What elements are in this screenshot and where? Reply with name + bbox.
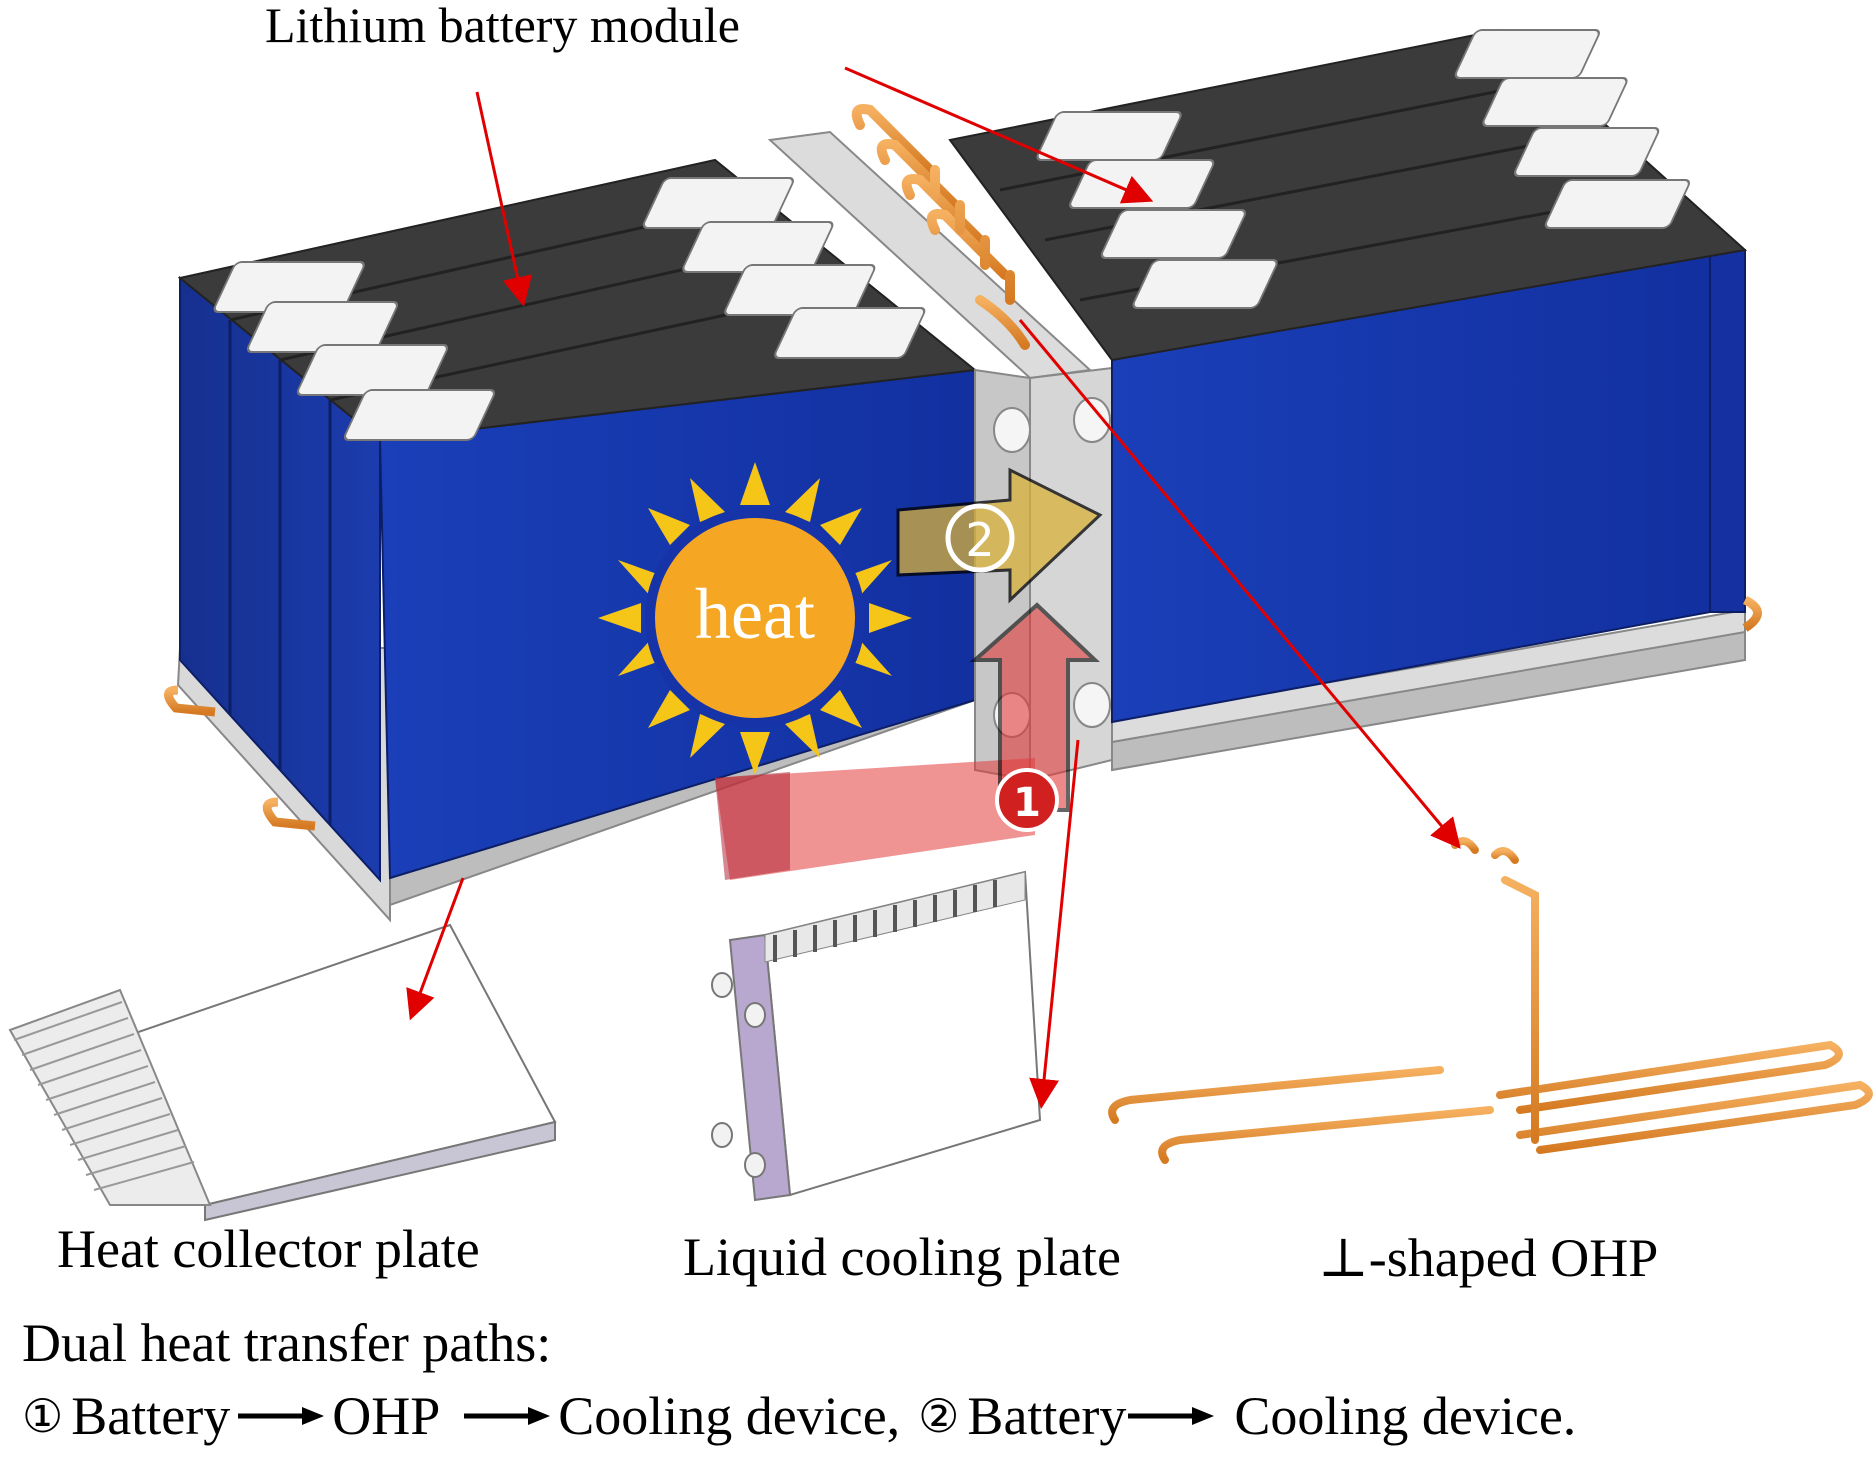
ohp-label: ⊥-shaped OHP	[1318, 1228, 1659, 1288]
heat-collector-label: Heat collector plate	[57, 1219, 480, 1279]
path-2-marker: 2	[945, 503, 1015, 573]
path-1-step-c: Cooling device,	[558, 1386, 901, 1446]
pointer-module-left	[475, 91, 533, 307]
svg-text:1: 1	[1013, 780, 1041, 826]
path-1-marker: 1	[995, 768, 1059, 832]
heat-path-1-arrow	[715, 602, 1101, 880]
heat-label: heat	[695, 574, 815, 654]
embedded-ohp	[851, 104, 1030, 350]
path-2-step-a: Battery	[967, 1386, 1127, 1446]
path-2-legend-marker: ②	[918, 1389, 960, 1443]
heat-path-2-arrow	[896, 467, 1103, 604]
paths-description: ① Battery OHP Cooling device, ② Battery …	[22, 1385, 1576, 1447]
pointer-heat-collector	[406, 877, 465, 1021]
module-label: Lithium battery module	[265, 0, 740, 53]
dual-paths-title: Dual heat transfer paths:	[22, 1313, 552, 1373]
heat-sun-icon	[598, 462, 912, 775]
liquid-cooling-label: Liquid cooling plate	[683, 1227, 1121, 1287]
path-1-step-b: OHP	[332, 1386, 441, 1446]
arrow-right-icon	[462, 1404, 552, 1428]
path-2-step-b: Cooling device.	[1234, 1386, 1577, 1446]
right-battery-pack	[948, 28, 1762, 772]
pointer-arrows	[406, 66, 1461, 1109]
pointer-module-right	[844, 66, 1154, 204]
path-1-step-a: Battery	[71, 1386, 231, 1446]
path-1-legend-marker: ①	[22, 1389, 64, 1443]
arrow-right-icon	[236, 1404, 326, 1428]
svg-text:2: 2	[965, 513, 994, 567]
left-ohp-loop-2	[262, 797, 316, 831]
left-terminals	[213, 177, 926, 441]
liquid-cooling-plate-drawing	[711, 870, 1042, 1202]
arrow-right-icon	[1126, 1404, 1216, 1428]
left-ohp-loop-1	[164, 685, 216, 717]
right-terminals	[1036, 29, 1690, 309]
right-ohp-loop	[1742, 595, 1762, 632]
t-shaped-ohp-drawing	[1108, 837, 1873, 1164]
pointer-liquid-cooling	[1029, 739, 1080, 1109]
heat-collector-plate-drawing	[8, 923, 557, 1222]
pointer-ohp	[1018, 319, 1461, 849]
